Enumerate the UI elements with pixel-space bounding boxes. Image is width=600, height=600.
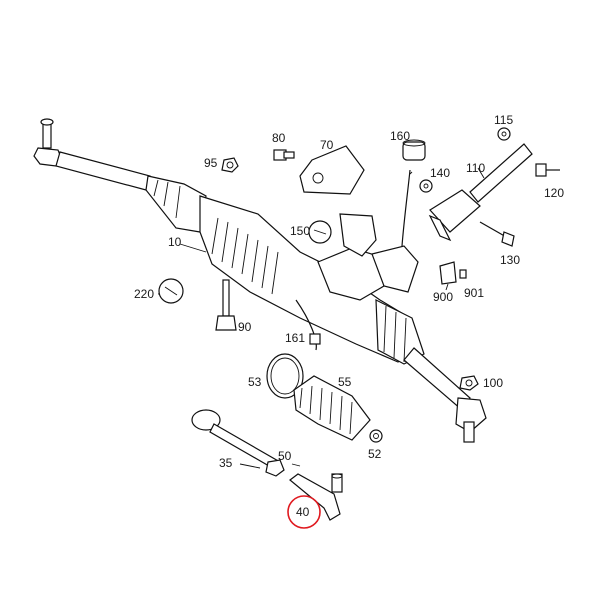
part-95-nut[interactable] <box>221 157 239 173</box>
part-901-screw[interactable] <box>459 269 467 279</box>
callout-95: 95 <box>204 156 218 170</box>
callout-90: 90 <box>238 320 252 334</box>
part-50-nut[interactable] <box>265 459 285 477</box>
part-150-sensor[interactable] <box>308 213 377 257</box>
callout-161: 161 <box>285 331 305 345</box>
callout-40: 40 <box>296 505 310 519</box>
callout-70: 70 <box>320 138 334 152</box>
callout-80: 80 <box>272 131 286 145</box>
callout-100: 100 <box>483 376 503 390</box>
callout-52: 52 <box>368 447 382 461</box>
callout-53: 53 <box>248 375 262 389</box>
part-52-clamp[interactable] <box>369 429 383 443</box>
part-53-clamp[interactable] <box>266 353 304 399</box>
callout-130: 130 <box>500 253 520 267</box>
callout-901: 901 <box>464 286 484 300</box>
part-70-bracket[interactable] <box>299 145 365 195</box>
part-100-nut[interactable] <box>459 375 479 391</box>
part-90-bolt[interactable] <box>215 279 237 331</box>
callout-150: 150 <box>290 224 310 238</box>
highlight-ring <box>287 495 321 529</box>
part-80-bolt[interactable] <box>273 149 295 161</box>
part-161-bolt[interactable] <box>309 333 321 345</box>
part-900-clip[interactable] <box>439 261 457 285</box>
part-55-bellows[interactable] <box>293 375 371 441</box>
rack-housing-ribs <box>211 217 279 295</box>
part-35-inner-tie-rod[interactable] <box>191 409 281 471</box>
callout-55: 55 <box>338 375 352 389</box>
part-220-seal[interactable] <box>158 278 184 304</box>
part-40-outer-tie-rod-end[interactable] <box>289 473 343 521</box>
leader-lines <box>158 167 485 469</box>
steering-rack-assembly[interactable] <box>33 118 487 443</box>
part-140-washer[interactable] <box>419 179 433 193</box>
callout-35: 35 <box>219 456 233 470</box>
part-130-bolt[interactable] <box>479 221 515 247</box>
callout-110: 110 <box>466 161 485 175</box>
callout-220: 220 <box>134 287 154 301</box>
callout-120: 120 <box>544 186 564 200</box>
part-160-bushing[interactable] <box>402 139 426 161</box>
part-120-bolt[interactable] <box>535 163 560 177</box>
callout-labels: 10 35 50 52 53 55 70 80 90 95 100 110 11… <box>134 113 564 470</box>
part-110-steering-shaft[interactable] <box>428 143 533 242</box>
callout-115: 115 <box>494 113 513 127</box>
callout-900: 900 <box>433 290 453 304</box>
part-115-washer[interactable] <box>497 127 511 141</box>
callout-160: 160 <box>390 129 410 143</box>
highlighted-callout-40[interactable]: 40 <box>287 495 321 529</box>
callout-10: 10 <box>168 235 182 249</box>
callout-140: 140 <box>430 166 450 180</box>
callout-50: 50 <box>278 449 292 463</box>
